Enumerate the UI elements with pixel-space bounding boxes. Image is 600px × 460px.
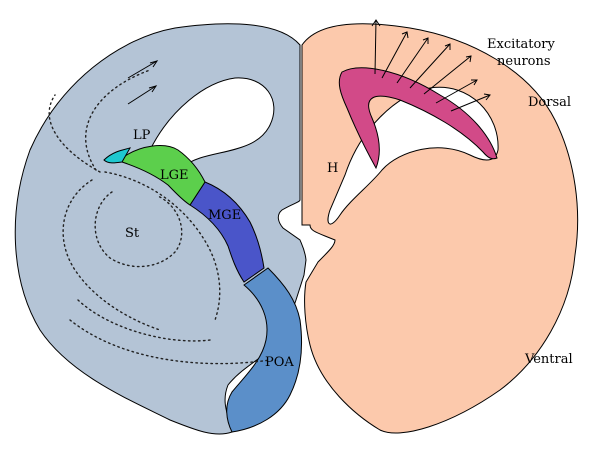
label-dorsal: Dorsal <box>528 95 571 110</box>
label-neurons: neurons <box>497 54 551 69</box>
cortex-band <box>338 67 498 170</box>
label-lge: LGE <box>160 168 189 183</box>
poa-region <box>226 267 303 433</box>
label-st: St <box>125 226 140 241</box>
label-excitatory: Excitatory <box>487 37 555 52</box>
mge-region <box>189 181 265 283</box>
label-lp: LP <box>133 128 151 143</box>
lge-region <box>121 145 206 206</box>
label-ventral: Ventral <box>524 352 573 367</box>
lp-region <box>103 147 132 164</box>
label-poa: POA <box>265 355 294 370</box>
migration-arrows <box>127 60 159 105</box>
label-mge: MGE <box>208 208 241 223</box>
migration-paths <box>48 69 271 365</box>
radial-arrows <box>371 19 491 112</box>
label-h: H <box>327 161 338 176</box>
